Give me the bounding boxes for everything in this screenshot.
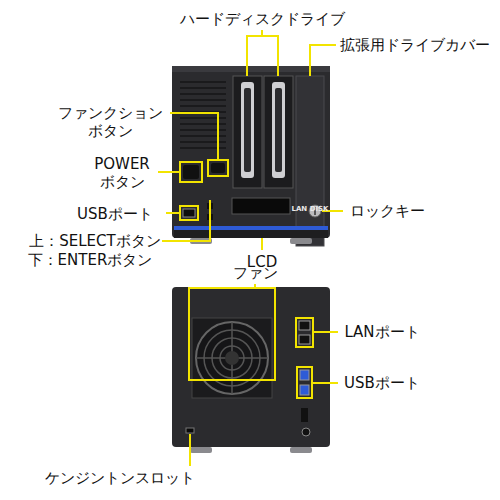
- part-label: ファンクション ボタン: [54, 104, 167, 140]
- front-unit: [172, 66, 330, 246]
- part-label: USBポート: [77, 205, 153, 223]
- part-label: LANポート: [344, 323, 419, 341]
- leader-lines: [158, 30, 343, 466]
- part-label: USBポート: [344, 374, 420, 392]
- part-label: 拡張用ドライブカバー: [340, 36, 490, 54]
- part-label: ファン: [233, 264, 278, 282]
- part-label: ロックキー: [350, 202, 425, 220]
- brand-mark: LAN DISK: [291, 205, 328, 213]
- part-label: 下：ENTERボタン: [28, 251, 153, 269]
- part-label: ケンジントンスロット: [45, 469, 195, 487]
- part-label: POWER ボタン: [89, 155, 155, 191]
- part-label: 上：SELECTボタン: [29, 232, 160, 250]
- part-label: ハードディスクドライブ: [180, 10, 345, 28]
- back-unit: [172, 287, 330, 453]
